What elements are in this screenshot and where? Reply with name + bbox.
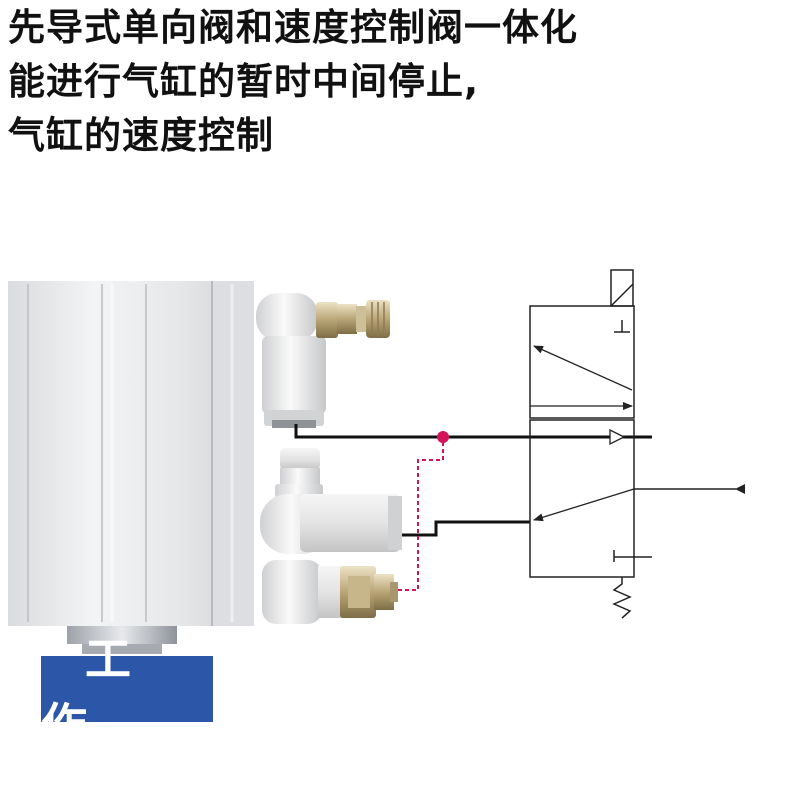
headline-line-2: 能进行气缸的暂时中间停止, bbox=[8, 60, 480, 103]
upper-port-line bbox=[294, 424, 652, 439]
upper-nut bbox=[316, 302, 338, 338]
upper-elbow-fitting bbox=[256, 293, 390, 428]
working-state-badge: 工 作 bbox=[41, 632, 213, 752]
headline-line-3: 气缸的速度控制 bbox=[8, 114, 274, 157]
valve-lower-position bbox=[529, 419, 635, 578]
cylinder bbox=[8, 281, 254, 654]
lower-speed-control-fitting bbox=[260, 448, 402, 624]
valve-upper-position bbox=[529, 305, 635, 419]
lower-hex-nut bbox=[374, 574, 394, 610]
piston-rod-base bbox=[67, 626, 177, 644]
lower-port-line bbox=[402, 520, 530, 537]
supply-port-marker bbox=[735, 484, 745, 494]
check-valve-triangle bbox=[609, 428, 626, 446]
pilot-junction-dot bbox=[437, 431, 449, 443]
return-spring bbox=[612, 577, 632, 619]
flow-arrow-diagonal bbox=[533, 345, 633, 391]
solenoid-valve-symbol bbox=[529, 269, 745, 619]
piston-rod bbox=[82, 644, 162, 654]
pilot-signal-line bbox=[398, 437, 444, 591]
flow-arrow-lower bbox=[533, 488, 635, 522]
headline-line-1: 先导式单向阀和速度控制阀一体化 bbox=[8, 6, 578, 49]
lower-adjust-cap bbox=[280, 448, 320, 470]
